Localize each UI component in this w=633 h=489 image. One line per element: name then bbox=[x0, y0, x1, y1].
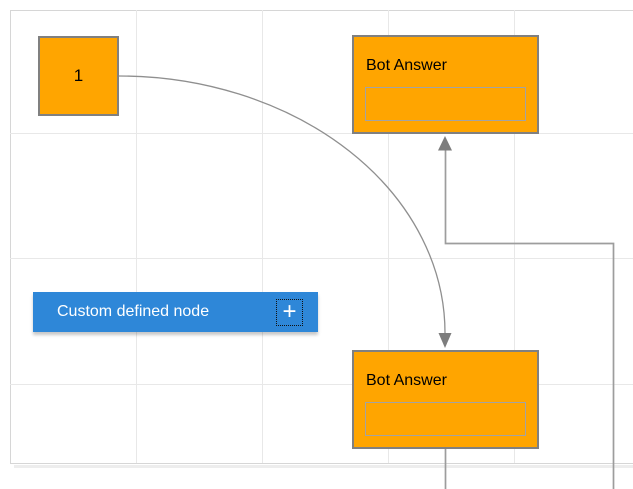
bot-answer-bottom-field[interactable] bbox=[365, 402, 526, 436]
node-bot-answer-bottom[interactable]: Bot Answer bbox=[352, 350, 539, 449]
bot-answer-top-field[interactable] bbox=[365, 87, 526, 121]
connector-curve-node1-to-bot-bottom[interactable] bbox=[118, 75, 446, 334]
arrowhead-down-icon bbox=[438, 333, 452, 348]
node-custom-defined[interactable]: Custom defined node + bbox=[33, 292, 318, 332]
arrowhead-up-icon bbox=[438, 136, 452, 151]
node-1[interactable]: 1 bbox=[38, 36, 119, 116]
bot-answer-bottom-title: Bot Answer bbox=[366, 372, 447, 389]
bot-answer-top-title: Bot Answer bbox=[366, 57, 447, 74]
connector-orthogonal-to-bot-top[interactable] bbox=[444, 150, 615, 489]
plus-icon: + bbox=[282, 297, 297, 325]
node-bot-answer-top[interactable]: Bot Answer bbox=[352, 35, 539, 134]
node-1-label: 1 bbox=[73, 66, 84, 85]
custom-node-label: Custom defined node bbox=[57, 303, 210, 320]
add-node-button[interactable]: + bbox=[276, 299, 303, 326]
